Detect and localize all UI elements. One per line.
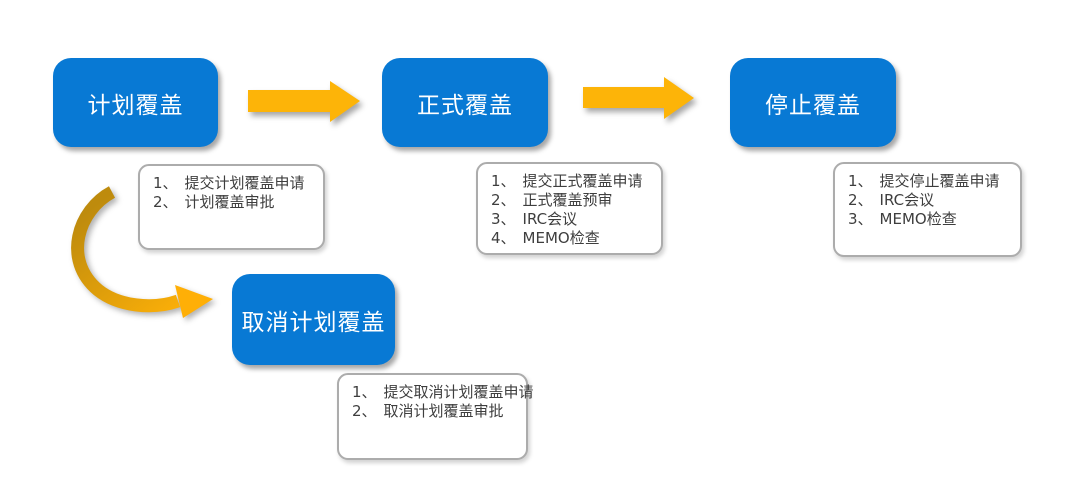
step-text: MEMO检查 [522,229,600,247]
step-number: 2、 [153,193,178,211]
step-item: 1、 提交计划覆盖申请 [153,174,315,193]
step-text: 正式覆盖预审 [522,191,613,209]
step-text: 提交计划覆盖申请 [184,174,305,192]
arrow-formal-to-stop-icon [583,77,694,119]
callout-plan-coverage-steps: 1、 提交计划覆盖申请 2、 计划覆盖审批 [138,164,325,250]
callout-cancel-plan-coverage-steps: 1、 提交取消计划覆盖申请 2、 取消计划覆盖审批 [337,373,534,460]
step-item: 1、 提交停止覆盖申请 [848,172,1012,191]
step-item: 3、 MEMO检查 [848,210,1012,229]
stage-node-plan-coverage: 计划覆盖 [53,58,218,147]
step-number: 1、 [352,383,377,401]
step-number: 1、 [153,174,178,192]
callout-formal-coverage-steps: 1、 提交正式覆盖申请 2、 正式覆盖预审 3、 IRC会议 4、 MEMO检查 [476,162,663,255]
step-number: 2、 [848,191,873,209]
step-item: 1、 提交正式覆盖申请 [491,172,653,191]
step-item: 4、 MEMO检查 [491,229,653,248]
stage-title: 计划覆盖 [87,92,184,119]
step-text: 提交正式覆盖申请 [522,172,643,190]
step-number: 2、 [491,191,516,209]
step-number: 3、 [848,210,873,228]
step-text: IRC会议 [522,210,578,228]
step-item: 1、 提交取消计划覆盖申请 [352,383,534,402]
arrow-plan-to-formal-icon [248,81,360,122]
stage-node-cancel-plan-coverage: 取消计划覆盖 [232,274,395,365]
step-item: 2、 正式覆盖预审 [491,191,653,210]
step-text: 取消计划覆盖审批 [383,402,504,420]
step-text: 提交停止覆盖申请 [879,172,1000,190]
step-number: 1、 [848,172,873,190]
stage-title: 正式覆盖 [417,92,513,119]
step-number: 2、 [352,402,377,420]
callout-stop-coverage-steps: 1、 提交停止覆盖申请 2、 IRC会议 3、 MEMO检查 [833,162,1022,257]
step-text: IRC会议 [879,191,935,209]
stage-node-stop-coverage: 停止覆盖 [730,58,896,147]
step-item: 2、 IRC会议 [848,191,1012,210]
step-number: 4、 [491,229,516,247]
step-text: 计划覆盖审批 [184,193,275,211]
stage-title: 取消计划覆盖 [241,309,386,336]
step-item: 2、 计划覆盖审批 [153,193,315,212]
stage-node-formal-coverage: 正式覆盖 [382,58,548,147]
step-item: 2、 取消计划覆盖审批 [352,402,518,421]
step-item: 3、 IRC会议 [491,210,653,229]
step-number: 3、 [491,210,516,228]
step-text: MEMO检查 [879,210,957,228]
step-number: 1、 [491,172,516,190]
step-text: 提交取消计划覆盖申请 [383,383,534,401]
stage-title: 停止覆盖 [765,92,861,119]
